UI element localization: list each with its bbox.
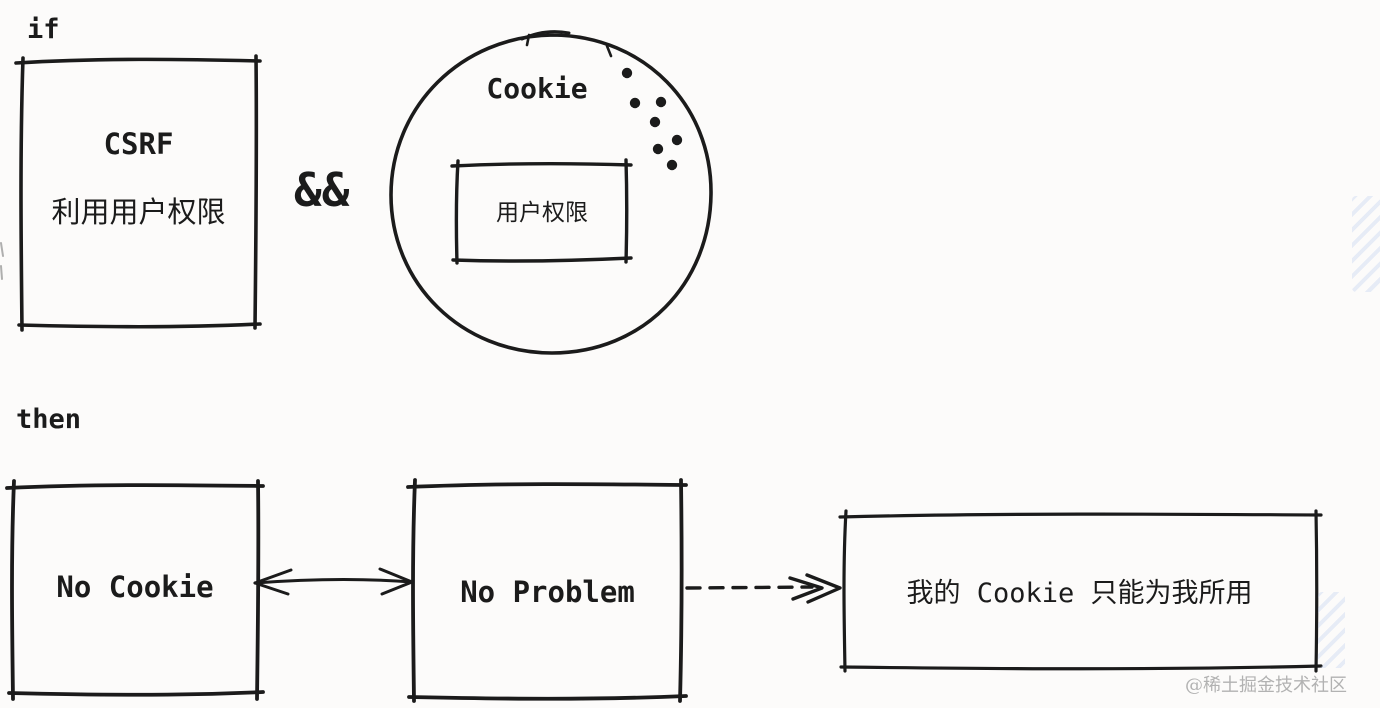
conclusion-label: 我的 Cookie 只能为我所用	[906, 578, 1253, 609]
double-arrow	[253, 567, 414, 596]
if-keyword: if	[27, 14, 60, 45]
no-cookie-box-outline	[5, 479, 265, 701]
csrf-box-title: CSRF	[103, 127, 174, 161]
user-permission-label: 用户权限	[496, 200, 588, 226]
user-permission-box-outline	[450, 158, 633, 265]
cookie-circle-label: Cookie	[486, 72, 588, 105]
no-cookie-label: No Cookie	[56, 570, 214, 604]
community-watermark: @稀土掘金技术社区	[1185, 675, 1347, 696]
csrf-box-subtitle: 利用用户权限	[51, 195, 226, 229]
conclusion-box-outline	[838, 509, 1323, 673]
csrf-box-outline	[14, 54, 262, 332]
no-problem-label: No Problem	[460, 575, 635, 609]
no-problem-box-outline	[406, 478, 688, 703]
cookie-circle-outline	[389, 30, 713, 355]
and-operator: &&	[294, 163, 350, 217]
dashed-arrow	[685, 573, 842, 604]
then-keyword: then	[16, 404, 82, 435]
cookie-crumb-dots	[621, 67, 683, 171]
edge-stray-marks	[0, 242, 4, 280]
